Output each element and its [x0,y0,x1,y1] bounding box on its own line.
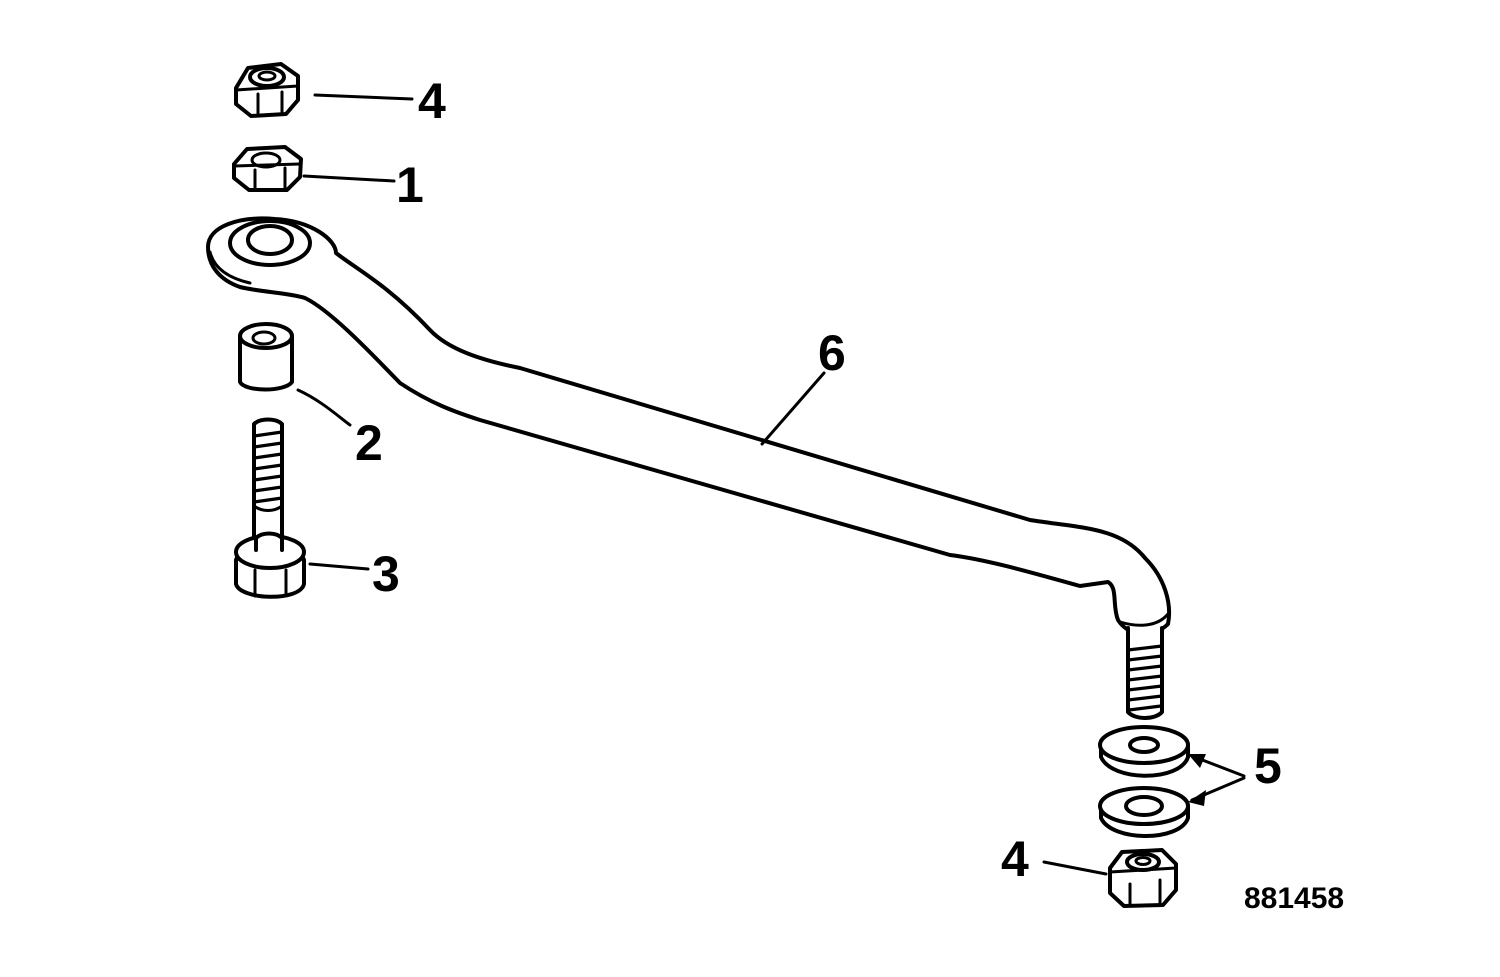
callout-bolt: 3 [372,546,400,602]
leader-bottom-locknut [1042,860,1108,876]
leader-link-rod [760,371,826,446]
leader-nut [302,174,396,183]
bolt [234,417,306,599]
arrowheads [1188,754,1206,806]
callout-nut: 1 [396,157,424,213]
bottom-locknut [1108,848,1178,908]
link-rod [206,216,1172,720]
callout-link-rod: 6 [818,325,846,381]
callout-spacer: 2 [355,415,383,471]
callout-top-locknut: 4 [418,73,446,129]
spacer [238,322,294,392]
callout-bottom-locknut: 4 [1001,831,1029,887]
callout-washers: 5 [1254,738,1282,794]
washers [1098,725,1190,838]
leader-spacer [296,388,352,427]
figure-number: 881458 [1244,882,1344,915]
top-locknut [234,62,300,118]
nut [232,145,303,192]
leader-top-locknut [313,93,414,101]
leader-bolt [308,562,370,571]
